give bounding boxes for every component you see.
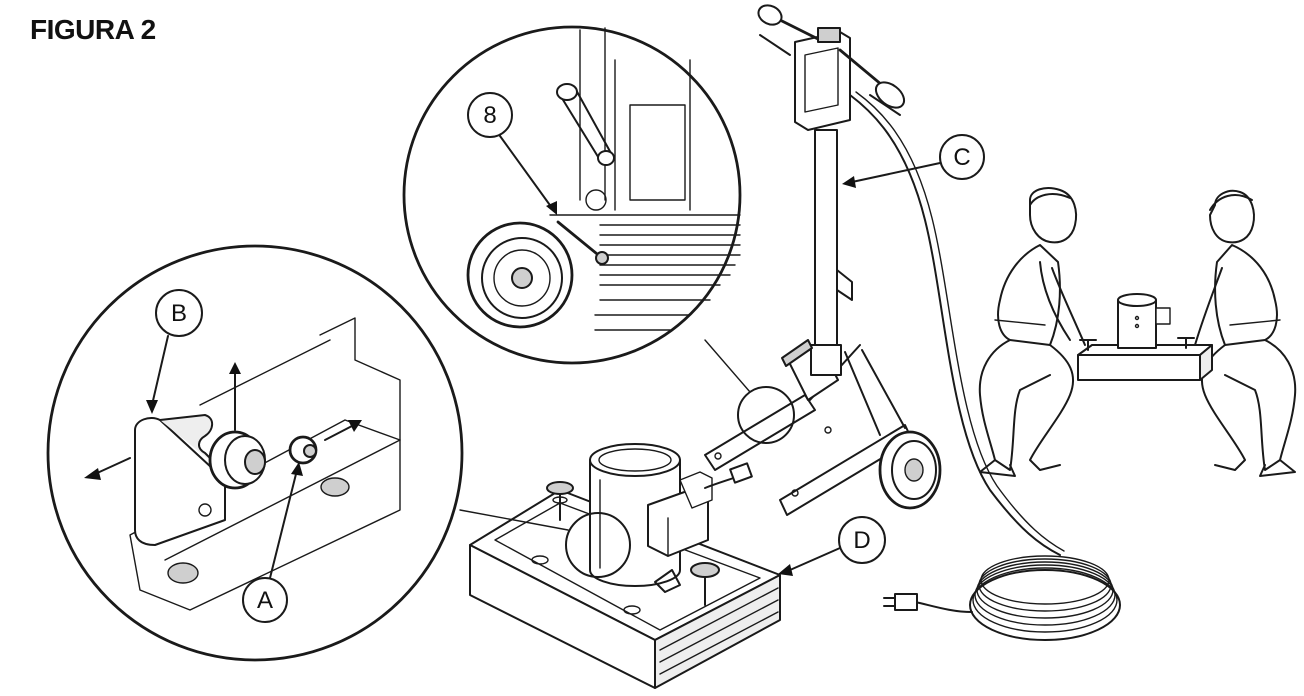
power-cord [849, 91, 1121, 641]
leader-line-left-zoom [459, 509, 569, 531]
leader-line-top-zoom [704, 339, 751, 393]
adjust-knob-right [690, 562, 720, 606]
machine-handle-column [757, 4, 906, 376]
callout-a: A [257, 587, 273, 614]
callout-d-leader [789, 547, 841, 571]
callout-b: B [171, 300, 187, 327]
callout-d: D [853, 527, 870, 554]
adjust-knob-left [546, 481, 574, 521]
zoom-detail-latch: B A [46, 244, 464, 662]
machine-frame [704, 344, 913, 516]
arrow-up-head [229, 362, 241, 374]
machine-illustration [469, 4, 1121, 689]
arrow-left [94, 457, 131, 475]
person-right [1194, 189, 1297, 477]
callout-a-circle [242, 577, 288, 623]
callout-8: 8 [483, 102, 496, 129]
callout-d-group: D [778, 516, 886, 576]
callout-c-leader [851, 162, 941, 183]
callout-a-leader [269, 469, 298, 579]
callout-b-leader [151, 335, 169, 406]
detail-circle-base [565, 512, 631, 578]
callout-c-group: C [842, 134, 985, 188]
arrow-right-head [348, 420, 362, 432]
figure-title: FIGURA 2 [30, 14, 156, 45]
callout-b-circle [155, 289, 203, 337]
callout-d-circle [838, 516, 886, 564]
machine-wheel [878, 430, 942, 510]
person-left [978, 187, 1086, 477]
zoom-detail-wheel: 8 [402, 25, 742, 365]
detail-circle-frame [737, 386, 795, 444]
callout-8-circle [467, 92, 513, 138]
callout-c-circle [939, 134, 985, 180]
callout-c: C [953, 144, 970, 171]
machine-motor [589, 443, 753, 587]
lifting-illustration [978, 187, 1297, 477]
arrow-left-head [84, 468, 101, 480]
callout-8-leader [499, 135, 553, 209]
arrow-right [324, 425, 353, 441]
carried-base-unit [1077, 293, 1213, 381]
